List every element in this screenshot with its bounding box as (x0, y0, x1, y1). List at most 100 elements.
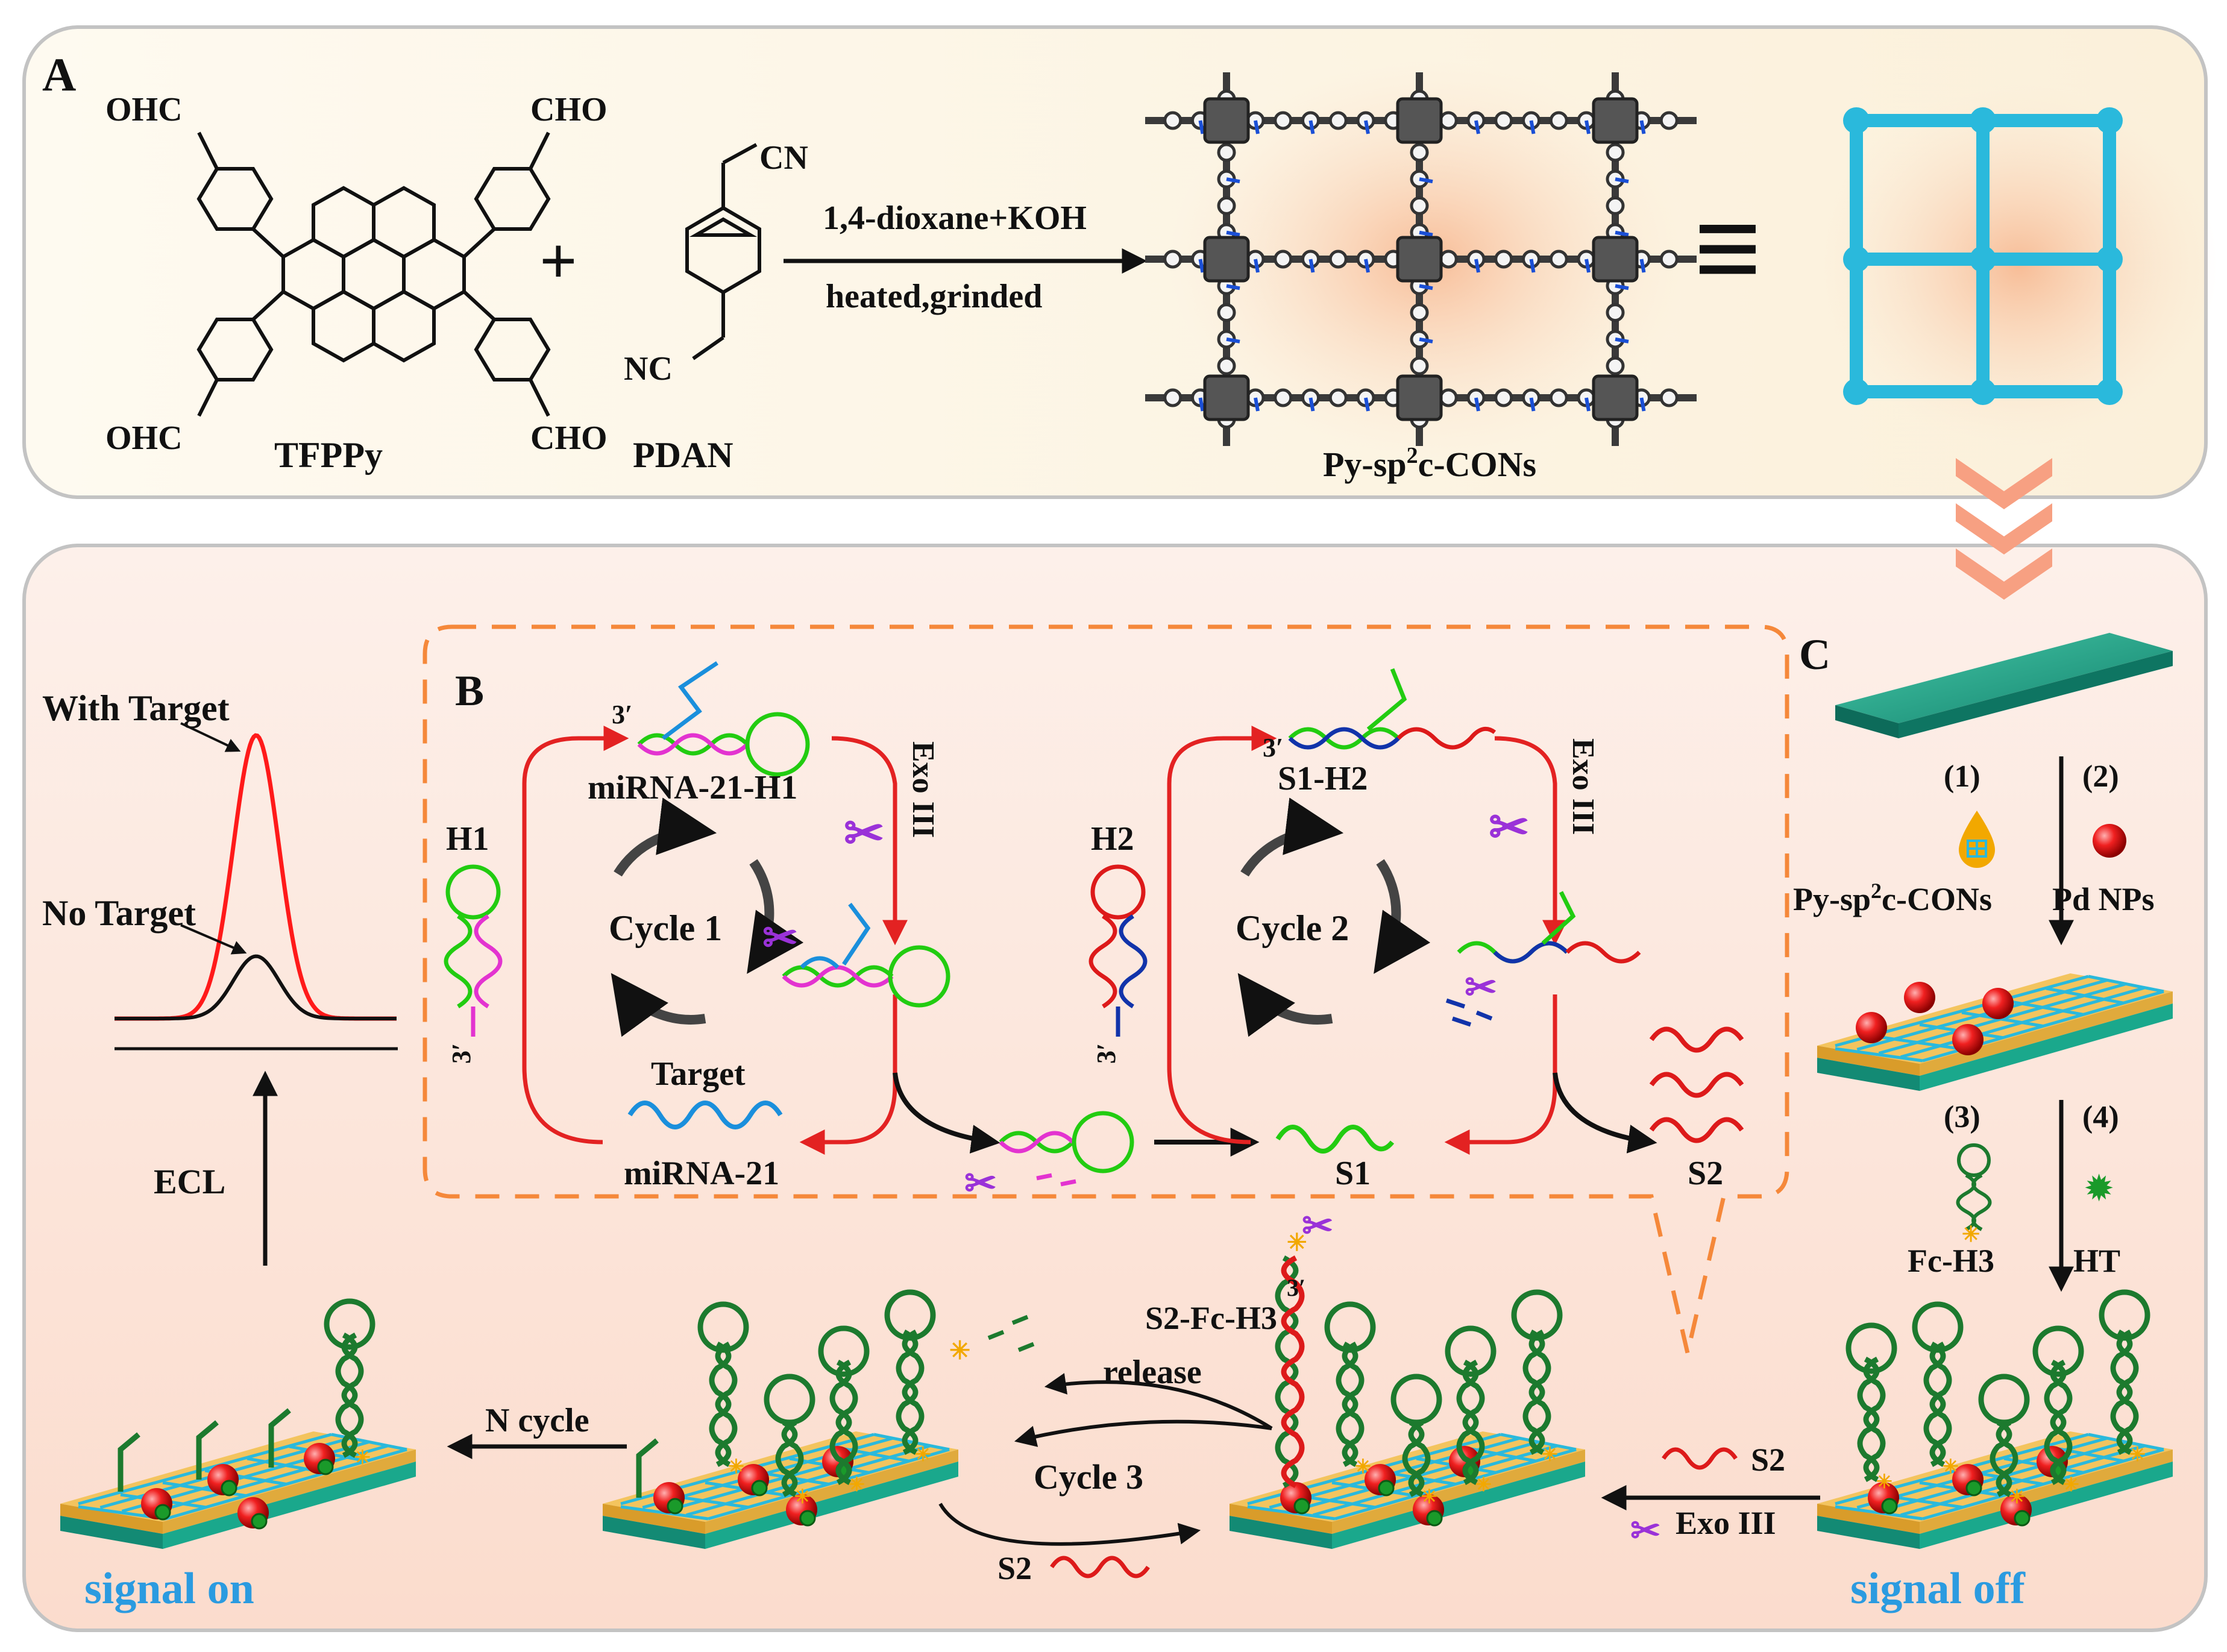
scissors-icon: ✂ (1465, 966, 1497, 1009)
plus-sign: + (539, 224, 577, 298)
fc-h3-hairpin: ✳ (2099, 1289, 2150, 1465)
pd-nanoparticle (1952, 1024, 1984, 1055)
network-pyrene-node (1203, 97, 1250, 144)
network-cyano (1639, 397, 1646, 412)
network-cyano (1615, 230, 1629, 237)
s2-strands (1649, 1026, 1744, 1143)
electrode-gold-side (1817, 1046, 1920, 1076)
electrode-gold-front (1920, 991, 2173, 1076)
ferrocene-icon: ✳ (915, 1443, 931, 1465)
ferrocene-icon: ✳ (354, 1446, 371, 1468)
cycle1-label: Cycle 1 (609, 908, 722, 948)
network-cyano (1308, 397, 1315, 412)
electrode-grid-line (1856, 978, 2108, 1051)
fc-h3-hairpin-icon (1956, 1143, 1992, 1231)
electrode-signal-off: ✳✳✳✳✳ (1817, 1289, 2173, 1549)
network-cyano (1419, 177, 1433, 184)
bare-electrode-side (1835, 705, 1899, 738)
signal-off-label: signal off (1850, 1564, 2026, 1613)
cycle3-s2-label: S2 (997, 1550, 1032, 1586)
pyc-cons-label: Py-sp2c-CONs (1793, 879, 1992, 917)
scissors-icon: ✂ (844, 808, 884, 861)
exo-iii-label-3: Exo III (1676, 1505, 1776, 1541)
ht-marker (1293, 1498, 1310, 1515)
fc-h3-hairpin: ✳ (1978, 1374, 2030, 1507)
cycle2-loop-right (1494, 736, 1568, 946)
ferrocene-icon: ✳ (1542, 1443, 1558, 1465)
network-pyrene-node (1396, 236, 1443, 283)
tfppy-structure (196, 131, 551, 417)
network-cyano (1198, 397, 1205, 412)
ht-marker (1378, 1480, 1395, 1497)
fc-h3-hairpin: ✳ (1324, 1301, 1376, 1477)
ht-marker (221, 1480, 237, 1497)
cleaved-probe (196, 1420, 219, 1480)
electrode-grid-line (686, 1444, 931, 1517)
network-pyrene-node (1203, 374, 1250, 421)
network-pyrene-node (1203, 236, 1250, 283)
step-2-label: (2) (2082, 759, 2119, 794)
electrode-base-front (1920, 1003, 2173, 1091)
electrode-grid-line (1835, 1505, 1923, 1521)
network-phenyl (1163, 111, 1183, 130)
pdan-cn-top: CN (759, 139, 808, 177)
cycle2-label: Cycle 2 (1236, 908, 1349, 948)
electrode-gold-front (705, 1449, 958, 1534)
tfppy-cho-bottom-left: OHC (105, 419, 183, 457)
cleaved-probe (636, 1438, 659, 1498)
electrode-grid-line (1835, 1047, 1923, 1063)
network-phenyl (1163, 388, 1183, 407)
tfppy-cho-top-right: CHO (530, 91, 608, 128)
no-target-label: No Target (42, 893, 196, 933)
network-phenyl (1274, 250, 1293, 269)
ferrocene-icon: ✳ (1475, 1474, 1492, 1495)
ht-marker (751, 1480, 768, 1497)
s2-strand-icon (1662, 1447, 1738, 1470)
ferrocene-icon: ✳ (1355, 1456, 1371, 1477)
cycle1-black-branch (893, 1072, 1000, 1154)
electrode-grid-line (620, 1505, 709, 1521)
s2-fc-h3-three-prime: 3′ (1287, 1274, 1305, 1301)
network-cyano (1585, 259, 1591, 273)
network-cyano (1529, 259, 1536, 273)
electrode-base-front (705, 1462, 958, 1549)
network-cyano (1639, 259, 1646, 273)
electrode-base-front (1332, 1462, 1585, 1549)
ferrocene-icon: ✳ (1943, 1456, 1959, 1477)
cleaved-duplex-2 (1445, 891, 1641, 1027)
scissors-icon: ✂ (1302, 1206, 1333, 1247)
electrode-grid-line (1900, 1444, 2146, 1517)
electrode-gold-front (163, 1449, 416, 1534)
ecl-curve-no-target (115, 954, 397, 1020)
ht-marker (799, 1510, 816, 1527)
s1-h2-three-prime: 3′ (1263, 733, 1283, 762)
electrode-cleaving: ✳✳✳✳ (603, 1289, 958, 1549)
electrode-gold-side (1817, 1504, 1920, 1534)
network-pyrene-node (1592, 374, 1639, 421)
network-cyano (1226, 284, 1240, 291)
ht-marker (1881, 1498, 1898, 1515)
electrode-base-side (1817, 1058, 1920, 1091)
electrode-group: ✳✳✳✳✳✳✳✳✳✳✂✳✳✳✳✳ (60, 973, 2173, 1549)
product-label: Py-sp2c-CONs (1323, 443, 1536, 484)
target-mirna21-strand (627, 1101, 783, 1129)
electrode-base-side (1230, 1516, 1332, 1549)
ferrocene-icon: ✳ (2063, 1474, 2079, 1495)
bare-electrode-front (1899, 651, 2173, 738)
ht-label: HT (2073, 1243, 2120, 1279)
s1-strand (1275, 1125, 1395, 1154)
electrode-base-front (1920, 1462, 2173, 1549)
network-phenyl (1328, 388, 1348, 407)
network-phenyl (1549, 111, 1568, 130)
network-phenyl (1549, 250, 1568, 269)
electrode-base-front (163, 1462, 416, 1549)
s2-fc-h3-label: S2-Fc-H3 (1145, 1300, 1277, 1336)
ht-marker (317, 1459, 334, 1475)
scissors-icon: ✂ (762, 916, 798, 962)
pd-nanoparticle (1904, 982, 1935, 1013)
network-cyano (1198, 259, 1205, 273)
cycle1-down (799, 994, 897, 1155)
mirna21-h1-duplex (637, 661, 810, 777)
ferrocene-icon: ✳ (2009, 1486, 2025, 1507)
ferrocene-icon: ✳ (2129, 1443, 2146, 1465)
